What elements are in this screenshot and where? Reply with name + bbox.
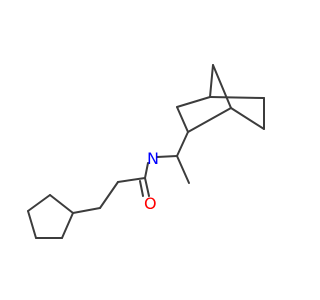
bond bbox=[176, 131, 189, 157]
bond bbox=[156, 155, 178, 158]
bond bbox=[72, 207, 101, 214]
bond bbox=[176, 96, 211, 108]
bond bbox=[117, 177, 146, 183]
bond bbox=[176, 106, 189, 133]
cyclopentyl-ring bbox=[27, 194, 74, 239]
carbonyl-bond bbox=[144, 177, 150, 197]
bond bbox=[209, 64, 214, 98]
bond bbox=[187, 107, 232, 133]
amide-bond bbox=[144, 162, 149, 179]
bond bbox=[212, 64, 232, 109]
carbonyl-bond bbox=[139, 180, 144, 197]
ethyl-linker bbox=[156, 131, 190, 184]
bond bbox=[209, 96, 265, 99]
bond bbox=[27, 194, 51, 212]
structure-canvas: N O bbox=[27, 64, 265, 239]
norbornyl-ring bbox=[176, 64, 265, 133]
nitrogen-label: N bbox=[147, 149, 159, 168]
oxygen-label: O bbox=[144, 194, 157, 213]
bond bbox=[27, 210, 37, 239]
bond bbox=[176, 155, 190, 184]
bond bbox=[61, 212, 74, 239]
propanamide-chain bbox=[72, 162, 150, 214]
molecule-structure: N O bbox=[27, 64, 265, 239]
bond bbox=[230, 107, 265, 130]
bond bbox=[49, 194, 74, 214]
bond bbox=[99, 181, 119, 209]
